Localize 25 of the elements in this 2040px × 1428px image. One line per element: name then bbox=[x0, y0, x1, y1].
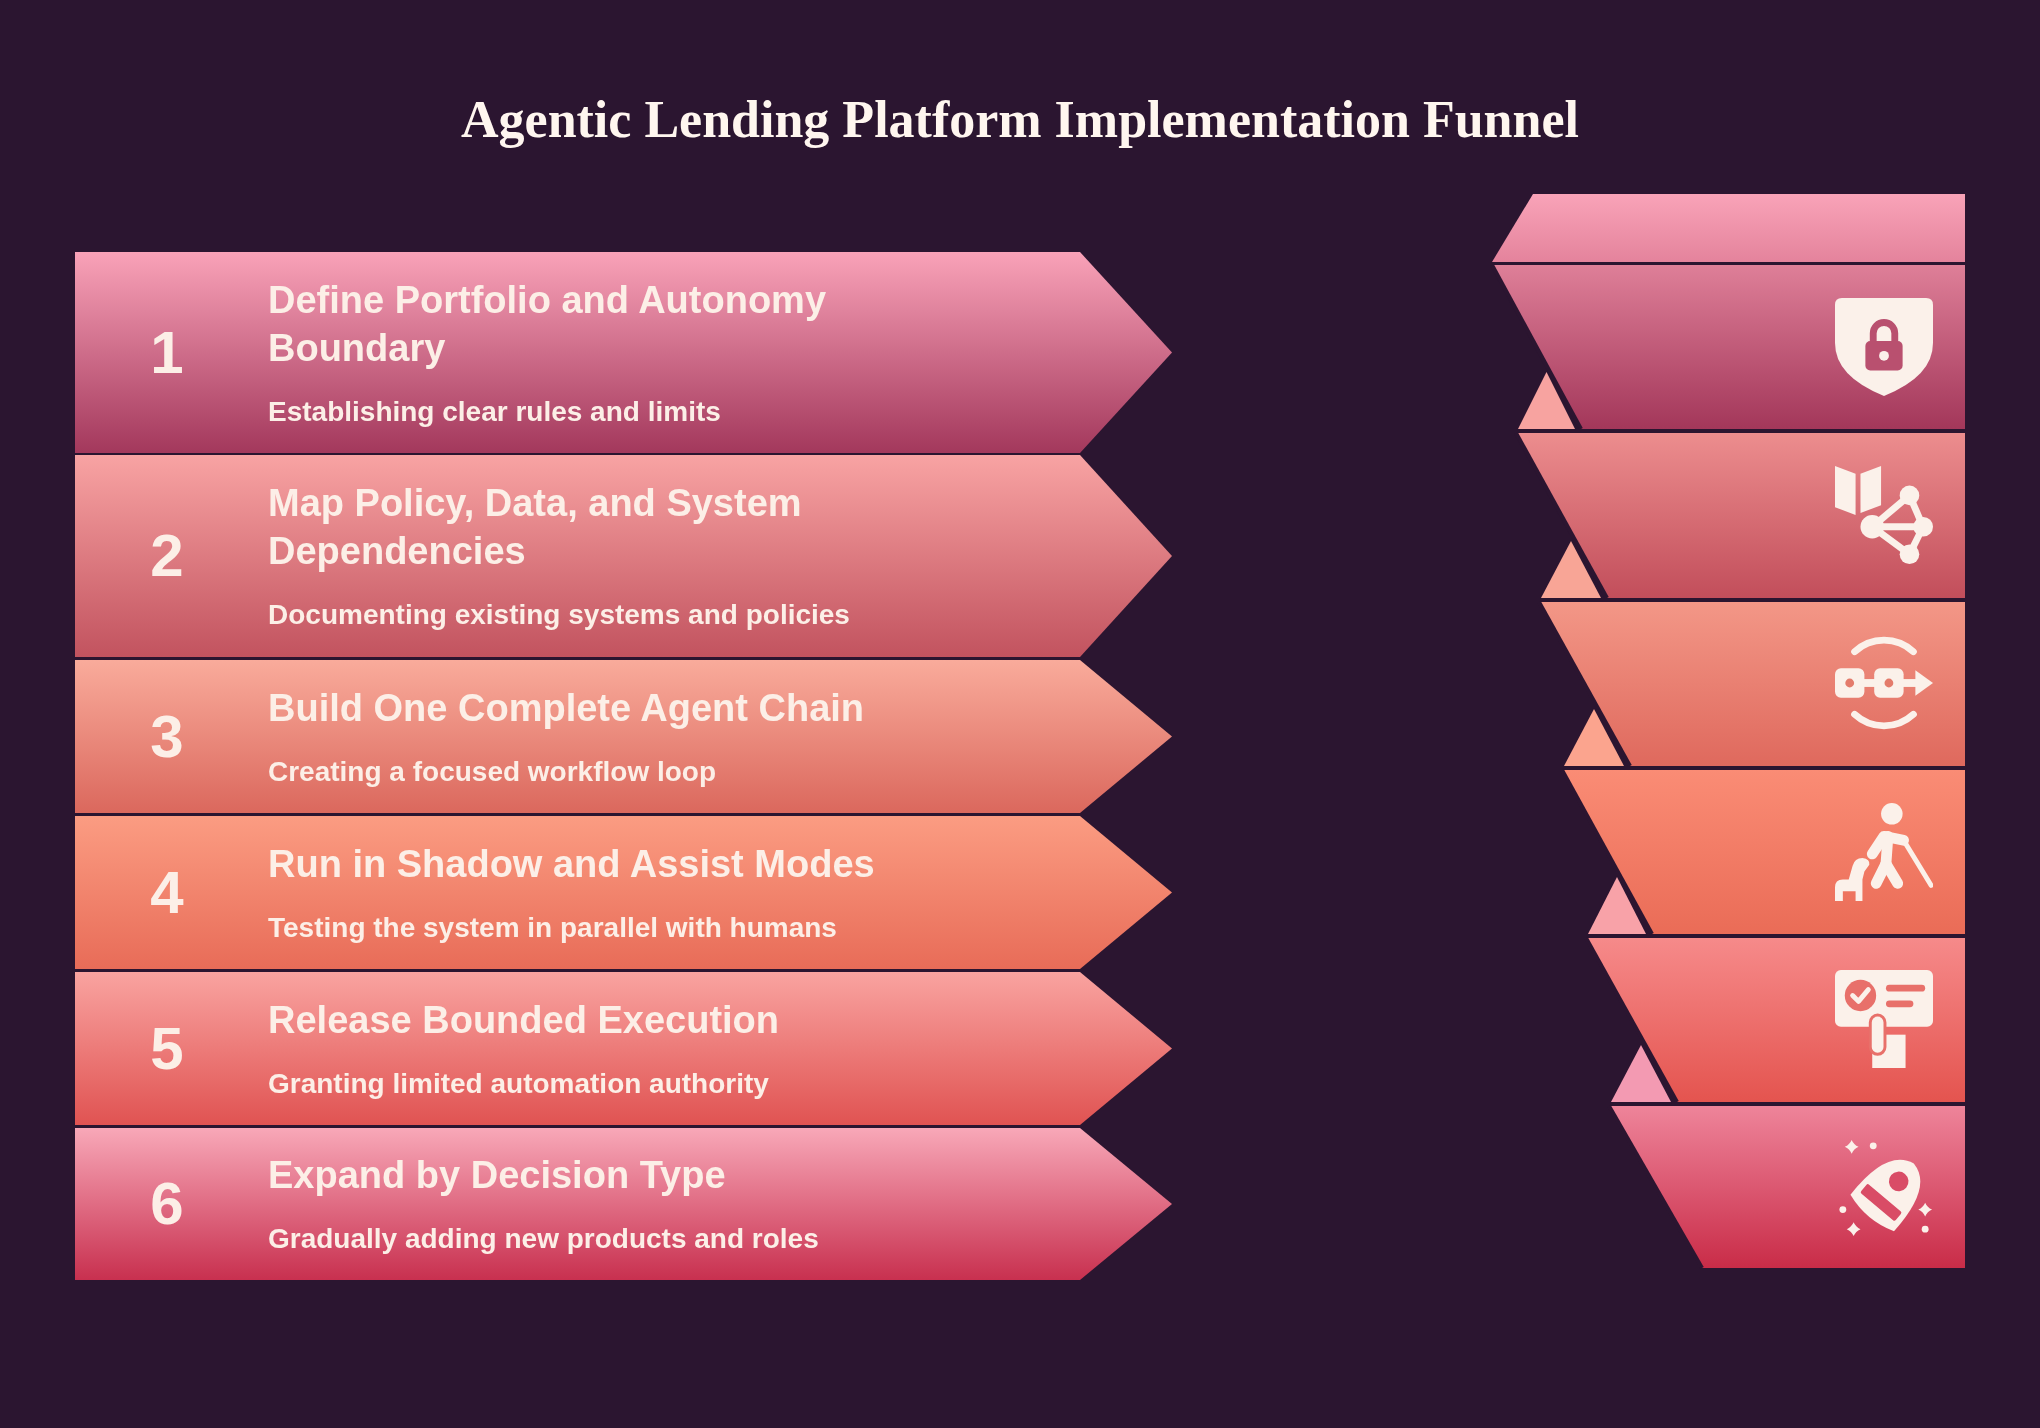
step-banner bbox=[75, 1128, 1172, 1280]
step-banner bbox=[75, 816, 1172, 969]
step-heading: Release Bounded Execution bbox=[268, 997, 779, 1043]
step-banner bbox=[75, 660, 1172, 813]
step-heading: Map Policy, Data, and System Dependencies bbox=[268, 481, 803, 574]
step-description: Establishing clear rules and limits bbox=[268, 394, 721, 429]
step-banner bbox=[75, 455, 1172, 657]
step-description: Documenting existing systems and policies bbox=[268, 598, 850, 632]
step-number: 3 bbox=[150, 702, 184, 771]
step-description: Gradually adding new products and roles bbox=[268, 1222, 819, 1256]
step-banner bbox=[75, 972, 1172, 1125]
step-number: 5 bbox=[150, 1014, 184, 1083]
step-number: 6 bbox=[150, 1170, 184, 1238]
step-banner bbox=[75, 252, 1172, 453]
step-description: Granting limited automation authority bbox=[268, 1066, 769, 1101]
step-heading: Run in Shadow and Assist Modes bbox=[268, 841, 875, 887]
step-heading: Define Portfolio and Autonomy Boundary bbox=[268, 277, 827, 371]
step-description: Creating a focused workflow loop bbox=[268, 754, 717, 789]
step-heading: Expand by Decision Type bbox=[268, 1153, 726, 1198]
step-heading: Build One Complete Agent Chain bbox=[268, 685, 865, 731]
title: Agentic Lending Platform Implementation Funnel bbox=[461, 90, 1579, 150]
step-description: Testing the system in parallel with humans bbox=[268, 910, 837, 945]
step-number: 4 bbox=[150, 858, 184, 927]
step-number: 2 bbox=[150, 522, 184, 590]
step-number: 1 bbox=[150, 318, 184, 387]
